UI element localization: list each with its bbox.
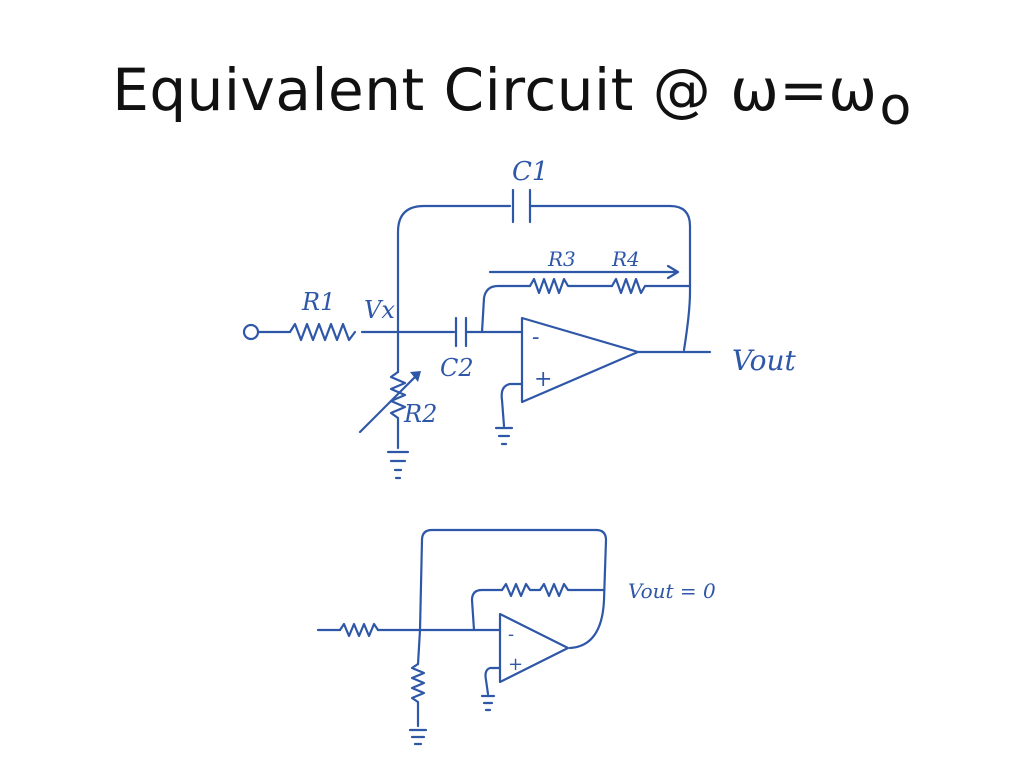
ground-r2 [386, 450, 410, 480]
ground-opamp-top [494, 426, 514, 446]
opamp-bottom [498, 612, 570, 684]
label-vout: Vout [732, 344, 797, 377]
label-r3: R3 [547, 247, 576, 271]
label-c1: C1 [512, 157, 548, 187]
b-wire-shunt [416, 628, 422, 666]
resistor-r4 [610, 277, 692, 295]
b-inner-left [470, 588, 504, 632]
resistor-r3 [528, 277, 614, 295]
input-terminal [242, 323, 260, 341]
b-label-vout-eq: Vout = 0 [628, 579, 716, 603]
wire-c1-left [396, 204, 512, 334]
title-text: Equivalent Circuit @ ω=ω [112, 56, 878, 124]
resistor-r2 [389, 370, 407, 450]
top-circuit: C1 C2 R1 R2 R3 R4 Vx Vout - + [242, 157, 797, 480]
resistor-r1 [288, 322, 357, 342]
slide-title: Equivalent Circuit @ ω=ωo [0, 56, 1024, 137]
capacitor-c2 [454, 316, 468, 348]
plus-input-wire [500, 382, 524, 428]
wire-c1-right [528, 204, 692, 352]
capacitor-c1 [511, 188, 532, 224]
label-vx: Vx [364, 296, 395, 324]
r2-arrow-head [410, 371, 421, 382]
b-ground-opamp [480, 694, 496, 712]
b-outer-loop [418, 528, 608, 650]
label-opamp-minus: - [532, 325, 539, 350]
r3-r4-adjust-arrow [488, 264, 680, 280]
b-label-minus: - [508, 624, 514, 645]
b-resistor-shunt [410, 662, 426, 728]
r2-variable-arrow [358, 372, 420, 434]
b-resistor-input [338, 622, 380, 638]
title-subscript: o [879, 77, 912, 137]
b-resistor-feedback [500, 582, 606, 598]
label-c2: C2 [440, 354, 474, 382]
wire-r3-tap [480, 284, 532, 334]
label-r4: R4 [611, 247, 640, 271]
label-opamp-plus: + [534, 367, 552, 392]
b-plus-wire [484, 666, 502, 696]
opamp-top [520, 316, 640, 404]
b-label-plus: + [508, 654, 523, 675]
b-ground-shunt [408, 728, 428, 746]
bottom-circuit: - + Vout = 0 [316, 528, 716, 746]
label-r2: R2 [403, 400, 437, 428]
label-r1: R1 [301, 288, 335, 316]
